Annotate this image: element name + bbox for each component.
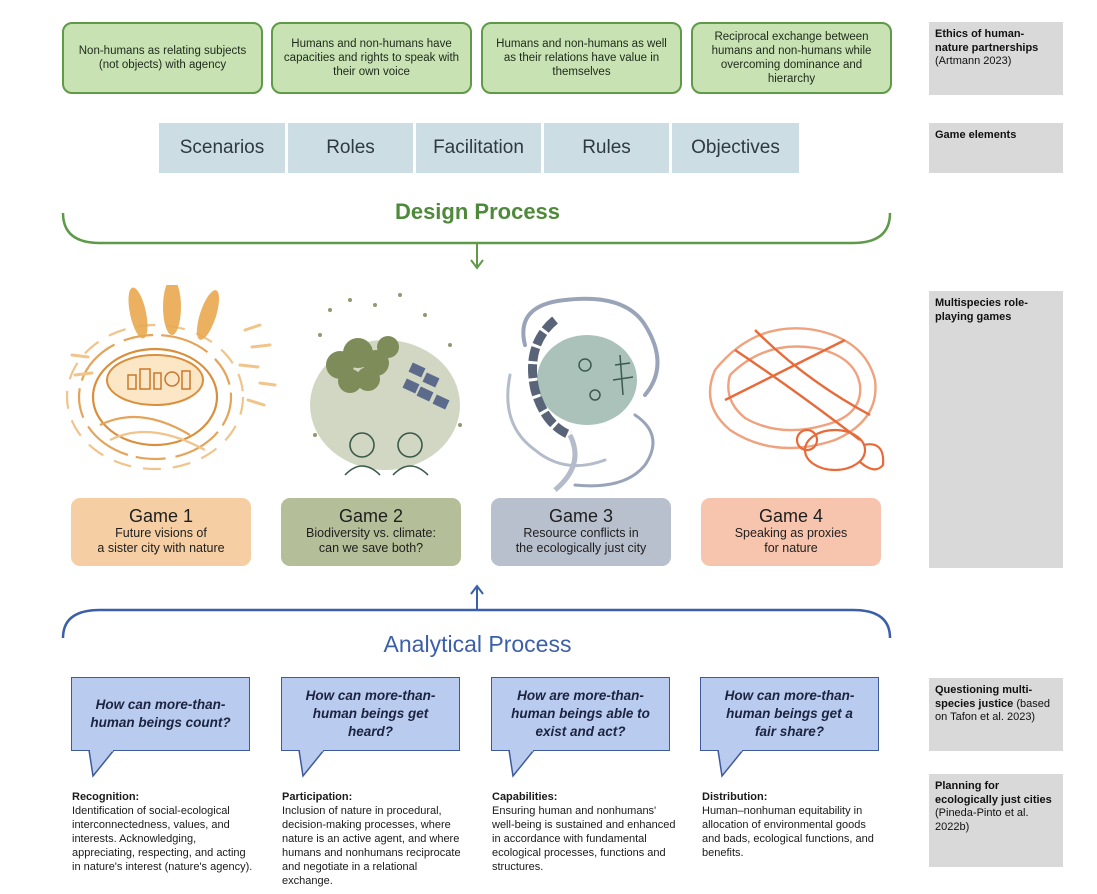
- element-objectives: Objectives: [672, 123, 799, 173]
- game-card-2: Game 2 Biodiversity vs. climate: can we …: [281, 498, 461, 566]
- bubble-tail-1: [88, 750, 115, 778]
- side-label-ethics: Ethics of human-nature partnerships (Art…: [929, 22, 1063, 95]
- ethic-box-agency: Non-humans as relating subjects (not obj…: [62, 22, 263, 94]
- design-process-title: Design Process: [394, 199, 561, 224]
- justice-capabilities: Capabilities: Ensuring human and nonhuma…: [492, 791, 676, 873]
- element-scenarios: Scenarios: [159, 123, 285, 173]
- bubble-tail-4: [717, 750, 744, 778]
- justice-participation: Participation: Inclusion of nature in pr…: [282, 791, 461, 887]
- bubble-tail-2: [298, 750, 325, 778]
- bubble-tail-3: [508, 750, 535, 778]
- game-card-3: Game 3 Resource conflicts in the ecologi…: [491, 498, 671, 566]
- ethic-box-voice: Humans and non-humans have capacities an…: [271, 22, 472, 94]
- justice-distribution: Distribution: Human–nonhuman equitabilit…: [702, 791, 874, 859]
- game-card-1: Game 1 Future visions of a sister city w…: [71, 498, 251, 566]
- game4-illustration: [708, 327, 885, 472]
- element-rules: Rules: [544, 123, 669, 173]
- analytical-process-bracket: [61, 584, 892, 639]
- question-bubble-share: How can more-than-human beings get a fai…: [700, 677, 879, 751]
- side-label-questions: Questioning multi-species justice (based…: [929, 678, 1063, 751]
- game1-illustration: [65, 285, 277, 471]
- analytical-process-title: Analytical Process: [383, 631, 572, 657]
- question-bubble-count: How can more-than-human beings count?: [71, 677, 250, 751]
- design-process-bracket: [61, 212, 892, 270]
- side-label-games: Multispecies role-playing games: [929, 291, 1063, 568]
- side-label-game-elements: Game elements: [929, 123, 1063, 173]
- element-roles: Roles: [288, 123, 413, 173]
- side-label-planning: Planning for ecologically just cities (P…: [929, 774, 1063, 867]
- ethic-box-reciprocal: Reciprocal exchange between humans and n…: [691, 22, 892, 94]
- game2-illustration: [310, 293, 462, 476]
- question-bubble-exist: How are more-than-human beings able to e…: [491, 677, 670, 751]
- justice-recognition: Recognition: Identification of social-ec…: [72, 791, 253, 873]
- game3-illustration: [506, 296, 660, 492]
- ethic-box-value: Humans and non-humans as well as their r…: [481, 22, 682, 94]
- game-card-4: Game 4 Speaking as proxies for nature: [701, 498, 881, 566]
- element-facilitation: Facilitation: [416, 123, 541, 173]
- question-bubble-heard: How can more-than-human beings get heard…: [281, 677, 460, 751]
